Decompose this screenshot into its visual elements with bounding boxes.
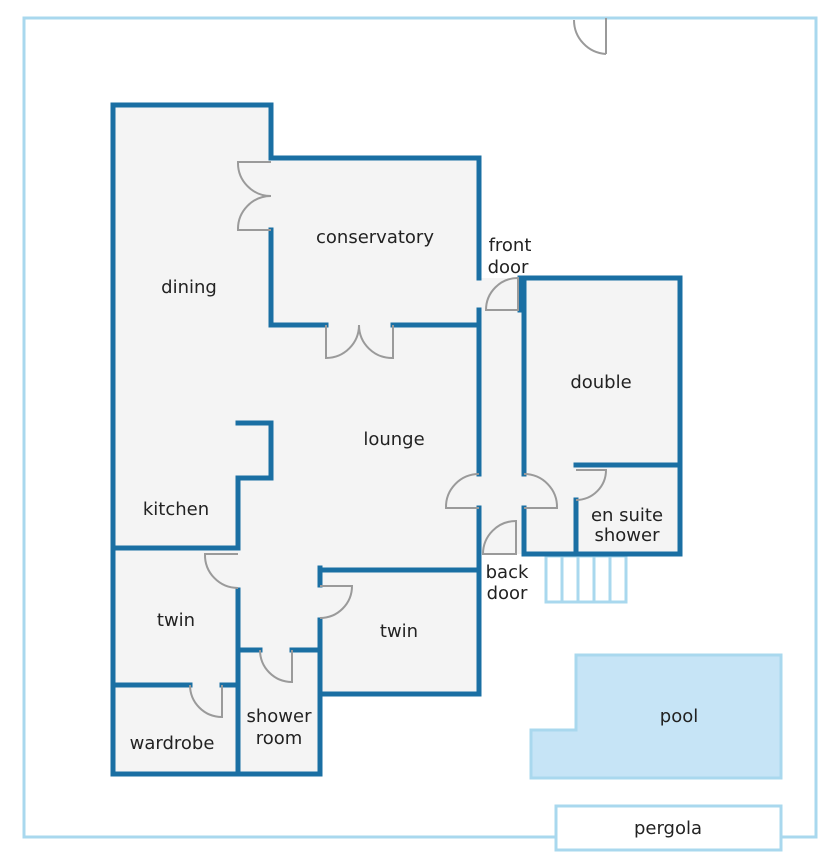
label-shower-room-line2: room (256, 728, 303, 749)
back-steps (544, 554, 628, 604)
pergola (554, 804, 783, 852)
pool (529, 653, 783, 780)
doors (189, 161, 608, 719)
label-back-door-line2: door (487, 583, 528, 604)
label-twin-right: twin (380, 621, 418, 642)
label-wardrobe: wardrobe (130, 733, 215, 754)
label-twin-left: twin (157, 610, 195, 631)
label-dining: dining (161, 277, 217, 298)
room-fills (113, 105, 680, 774)
label-shower-room-line1: shower (247, 706, 313, 727)
walls (110, 102, 683, 777)
label-conservatory: conservatory (316, 227, 434, 248)
label-front-door-line2: door (488, 257, 529, 278)
label-double: double (570, 372, 631, 393)
label-en-suite-line2: shower (595, 525, 661, 546)
label-en-suite-line1: en suite (591, 505, 663, 526)
garden-gate (572, 18, 607, 55)
label-front-door-line1: front (489, 235, 532, 256)
label-pergola: pergola (634, 818, 702, 839)
label-pool: pool (660, 706, 698, 727)
label-back-door-line1: back (486, 562, 529, 583)
label-lounge: lounge (363, 429, 424, 450)
label-kitchen: kitchen (143, 499, 209, 520)
